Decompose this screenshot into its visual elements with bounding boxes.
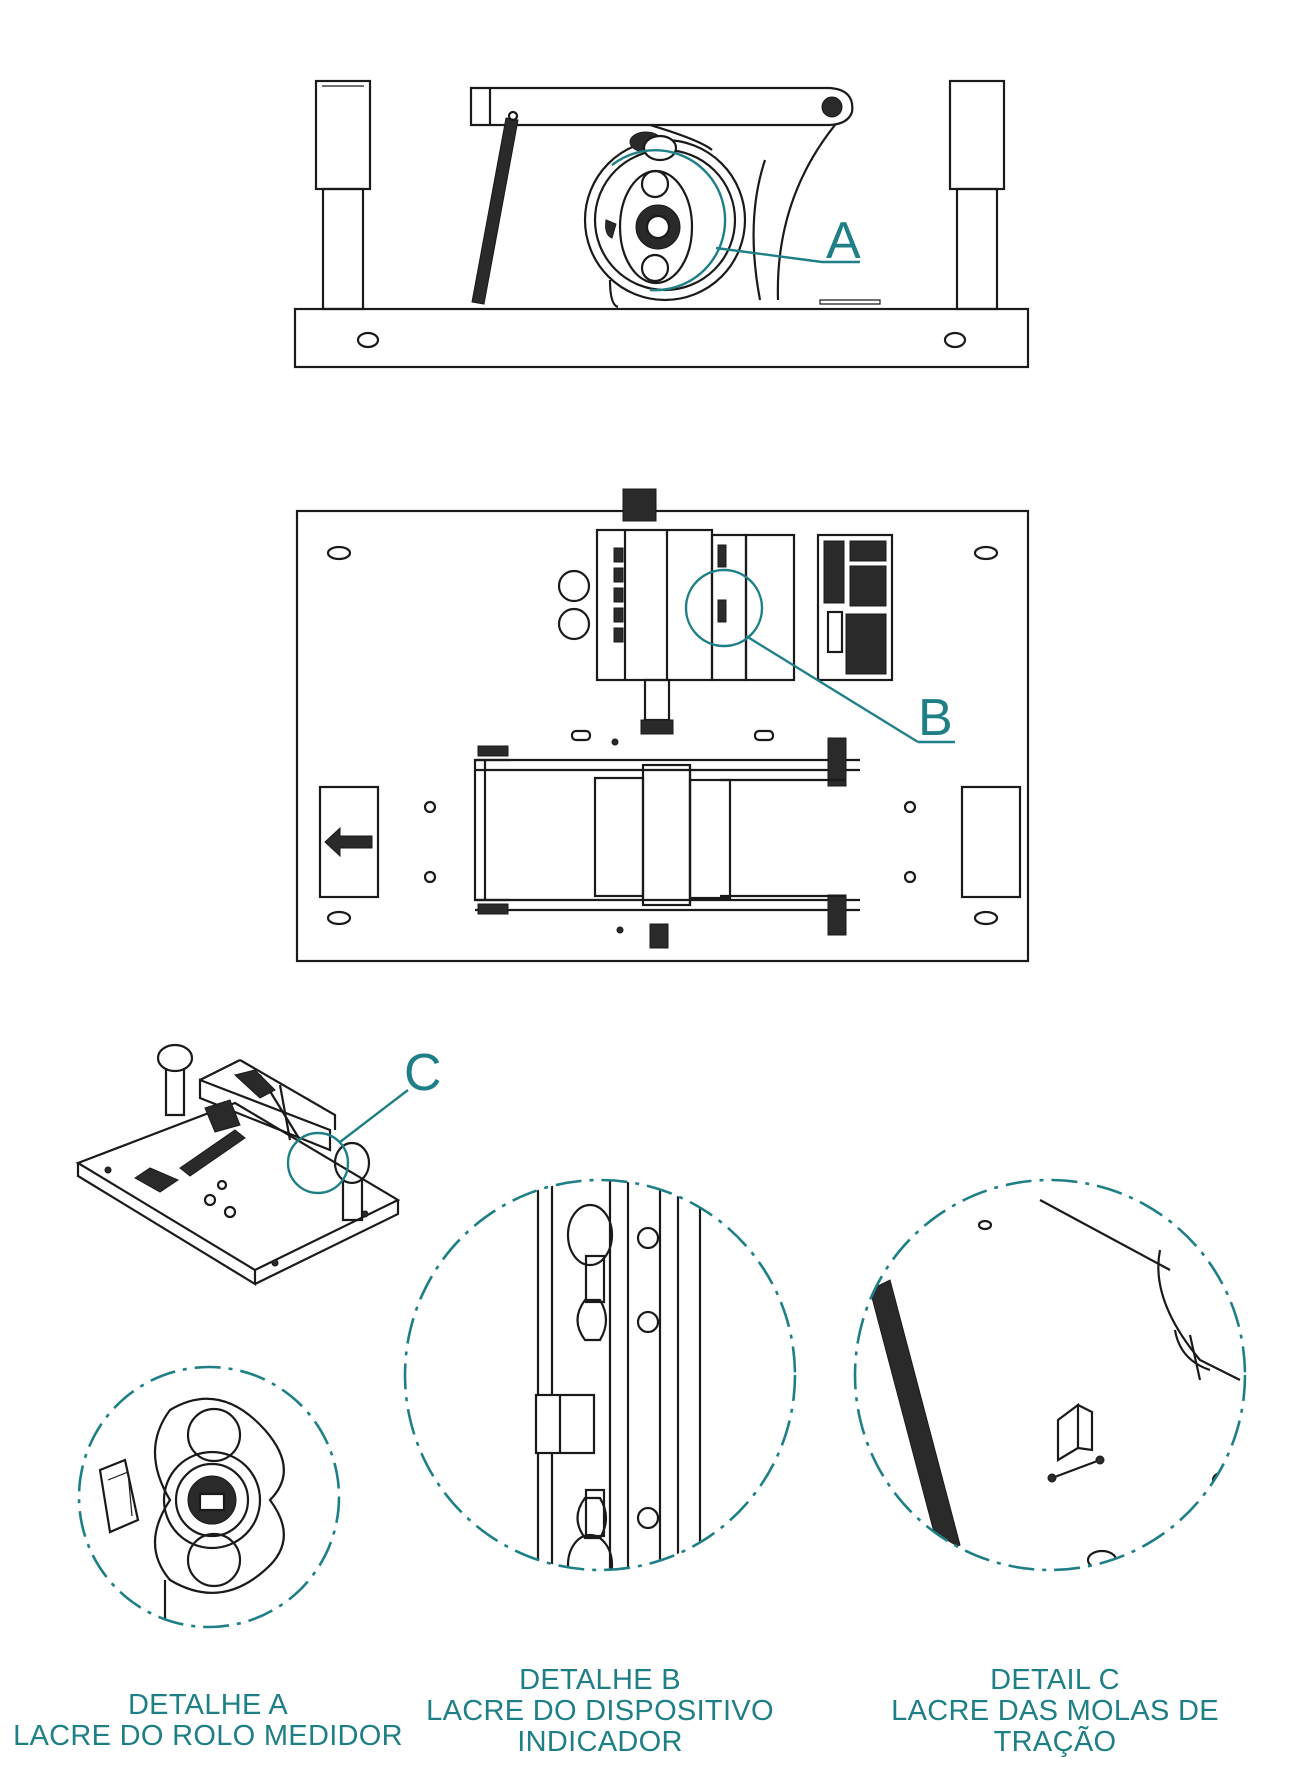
housing-curve — [776, 124, 836, 301]
callout-b-leader — [745, 634, 919, 744]
iso-base-plate — [75, 1101, 401, 1272]
callout-c-circle — [286, 1131, 350, 1195]
tension-spring — [471, 117, 519, 305]
top-base-plate — [295, 509, 1030, 963]
detail-c-line1: LACRE DAS MOLAS DE — [891, 1695, 1219, 1727]
front-base-hole-left — [356, 331, 380, 349]
detail-c-caption: DETAIL C LACRE DAS MOLAS DE TRAÇÃO — [860, 1665, 1250, 1758]
left-bracket — [318, 785, 380, 899]
right-bracket — [960, 785, 1022, 899]
detail-c-seal — [1056, 1402, 1080, 1462]
top-view: B — [295, 488, 1030, 963]
detail-b — [403, 1178, 797, 1572]
detail-b-circle — [403, 1178, 797, 1572]
detail-a — [77, 1365, 341, 1629]
left-post-cap — [314, 79, 372, 191]
detail-a-circle — [77, 1365, 341, 1629]
front-base-hole-right — [943, 331, 967, 349]
indicator-knob — [622, 488, 657, 522]
detail-c-line2: TRAÇÃO — [993, 1726, 1117, 1758]
electronics-board — [816, 533, 894, 682]
detail-b-title: DETALHE B — [519, 1664, 681, 1696]
detail-a-boss — [153, 1397, 285, 1594]
callout-a-letter: A — [826, 212, 861, 270]
isometric-view: C — [75, 1043, 442, 1286]
front-view: A — [293, 79, 1030, 369]
left-post — [321, 187, 365, 311]
detail-a-caption: DETALHE A LACRE DO ROLO MEDIDOR — [8, 1690, 408, 1752]
detail-c-spring — [869, 1279, 961, 1556]
detail-c-circle — [853, 1178, 1247, 1572]
lever-arm — [469, 86, 854, 127]
detail-a-subtitle: LACRE DO ROLO MEDIDOR — [13, 1720, 403, 1752]
detail-b-caption: DETALHE B LACRE DO DISPOSITIVO INDICADOR — [405, 1665, 795, 1758]
detail-c-title: DETAIL C — [990, 1664, 1120, 1696]
callout-a-leader — [715, 246, 823, 264]
roller-block — [593, 776, 645, 898]
detail-b-line2: INDICADOR — [517, 1726, 683, 1758]
callout-b-letter: B — [918, 689, 953, 747]
detail-b-seal — [534, 1393, 596, 1455]
measuring-roller — [641, 763, 692, 907]
lever-pivot — [821, 96, 843, 118]
callout-b-circle — [684, 568, 764, 648]
right-post-cap — [948, 79, 1006, 191]
callout-c-letter: C — [404, 1044, 442, 1102]
callout-a-circle — [611, 149, 727, 292]
detail-b-line1: LACRE DO DISPOSITIVO — [426, 1695, 774, 1727]
detail-c — [853, 1178, 1247, 1572]
detail-a-title: DETALHE A — [127, 1689, 289, 1721]
right-post — [955, 187, 999, 311]
callout-c-leader — [339, 1089, 409, 1143]
frame-left — [473, 758, 510, 902]
front-base-plate — [293, 307, 1030, 369]
